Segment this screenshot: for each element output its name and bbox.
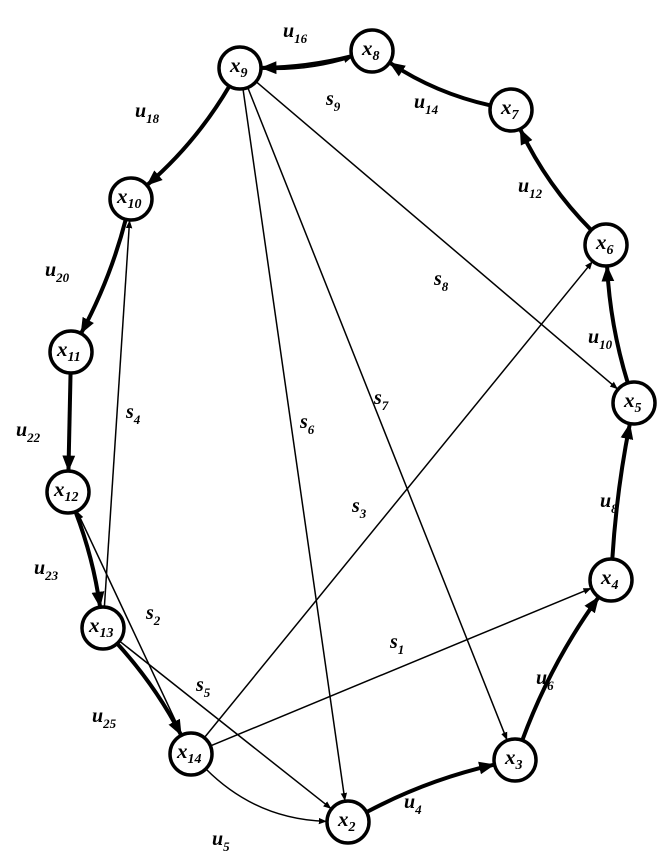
node-circle: [492, 737, 538, 783]
edge-u5: [205, 768, 327, 825]
edge-u14: [389, 61, 491, 108]
node-x6: x6: [583, 222, 629, 268]
edge-u20: [79, 218, 128, 335]
edge-label-s7: s7: [373, 387, 389, 413]
node-circle: [488, 87, 534, 133]
node-x13: x13: [80, 605, 126, 651]
node-x2: x2: [325, 799, 371, 845]
edge-label-u14: u14: [414, 91, 439, 117]
node-x5: x5: [611, 380, 657, 426]
edge-s9: [260, 56, 352, 71]
node-label-x4: x4: [600, 565, 619, 593]
edge-label-u10: u10: [588, 326, 613, 352]
edge-label-u16: u16: [283, 20, 308, 46]
edge-label-u23: u23: [34, 557, 59, 583]
node-x8: x8: [349, 28, 395, 74]
node-label-x11: x11: [56, 337, 81, 365]
node-label-x10: x10: [116, 184, 142, 212]
edge-s8: [255, 81, 618, 390]
edge-u12: [518, 128, 593, 232]
edge-label-s6: s6: [299, 411, 315, 437]
edge-label-s1: s1: [389, 631, 404, 657]
edge-label-u20: u20: [45, 259, 70, 285]
node-circle: [349, 28, 395, 74]
edge-label-u22: u22: [16, 419, 41, 445]
node-label-x2: x2: [337, 807, 356, 835]
edge-label-u5: u5: [212, 828, 230, 854]
edge-label-s4: s4: [125, 401, 141, 427]
node-label-x14: x14: [176, 739, 202, 767]
node-circle: [45, 469, 91, 515]
edge-label-u4: u4: [404, 791, 422, 817]
node-x12: x12: [45, 469, 91, 515]
node-label-x13: x13: [88, 613, 114, 641]
edge-s2: [76, 511, 183, 736]
node-x10: x10: [108, 176, 154, 222]
edge-s1: [210, 587, 592, 747]
node-circle: [325, 799, 371, 845]
node-x7: x7: [488, 87, 534, 133]
edge-label-u6: u6: [536, 667, 554, 693]
edge-u18: [146, 85, 232, 187]
node-circle: [611, 380, 657, 426]
edge-label-u12: u12: [518, 175, 543, 201]
edge-u25: [115, 642, 183, 736]
node-circle: [80, 605, 126, 651]
node-label-x7: x7: [500, 95, 520, 123]
edge-label-s8: s8: [433, 268, 449, 294]
edge-s6: [242, 88, 348, 802]
edge-s5: [118, 640, 332, 809]
edge-label-u25: u25: [92, 705, 117, 731]
node-x3: x3: [492, 737, 538, 783]
node-x9: x9: [217, 45, 263, 91]
edge-u10: [601, 265, 630, 384]
node-label-x12: x12: [53, 477, 79, 505]
edge-u22: [62, 372, 76, 472]
node-label-x5: x5: [623, 388, 642, 416]
edge-label-s3: s3: [351, 495, 367, 521]
edge-label-u18: u18: [135, 100, 160, 126]
edge-u4: [365, 761, 496, 814]
nodes-layer: x9 x8 x7 x6 x5 x4 x3 x2 x14 x13 x12 x11 x10: [45, 28, 657, 845]
node-label-x8: x8: [361, 36, 380, 64]
edge-u16: [260, 54, 353, 75]
edge-s7: [247, 87, 508, 741]
node-label-x6: x6: [595, 230, 614, 258]
node-circle: [583, 222, 629, 268]
node-x14: x14: [168, 731, 214, 777]
edges-layer: [62, 54, 634, 825]
node-circle: [108, 176, 154, 222]
edge-s3: [203, 261, 593, 739]
node-label-x9: x9: [229, 53, 248, 81]
edge-u23: [73, 510, 105, 608]
edge-u8: [610, 423, 634, 560]
edge-label-u8: u8: [600, 490, 618, 516]
edge-label-s5: s5: [195, 674, 211, 700]
edge-u6: [520, 596, 600, 741]
node-circle: [48, 329, 94, 375]
node-x11: x11: [48, 329, 94, 375]
edge-label-s2: s2: [145, 602, 161, 628]
node-label-x3: x3: [504, 745, 523, 773]
node-x4: x4: [588, 557, 634, 603]
node-circle: [588, 557, 634, 603]
edge-labels-layer: u16 s9 u14 u12 u10 u8 u6 u4 u5 u25 u23 u22 u20 u18 s8 s…: [16, 20, 618, 854]
edge-s4: [103, 220, 133, 608]
node-circle: [217, 45, 263, 91]
node-circle: [168, 731, 214, 777]
edge-label-s9: s9: [325, 88, 341, 114]
